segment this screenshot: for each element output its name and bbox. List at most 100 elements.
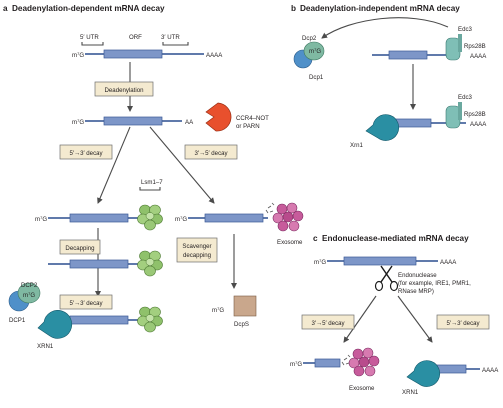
endonuclease-label-3: RNase MRP): [398, 288, 434, 295]
orf-box: [388, 50, 428, 60]
dcp2-label: DCP2: [21, 282, 38, 289]
aa-label: AA: [185, 119, 194, 126]
panel-a: a Deadenylation-dependent mRNA decay 5′ …: [3, 4, 304, 350]
rps28b-label: Rps28B: [464, 43, 486, 50]
xrn1-pacman: [365, 114, 400, 141]
cap-label: m7G: [314, 258, 326, 266]
scavenger-step: [176, 237, 218, 263]
polya-label: AAAA: [482, 367, 499, 374]
lsm-complex: [137, 250, 163, 277]
edc3-label: Edc3: [458, 26, 473, 33]
lsm-bracket: [139, 187, 161, 191]
dcp1-label: DCP1: [9, 317, 26, 324]
rps28b-shape: [445, 37, 461, 61]
utr5-bracket: [81, 42, 104, 46]
decay-3to5-step-c: [301, 314, 355, 330]
utr3-label: 3′ UTR: [161, 34, 180, 41]
orf-box: [69, 213, 129, 223]
mrna-full-c: m7G AAAA: [314, 256, 457, 266]
mrna-decapped: [48, 250, 163, 277]
decay-5to3-label-2: 5′→3′ decay: [69, 300, 103, 307]
rps28b-label: Rps28B: [464, 111, 486, 118]
orf-label: ORF: [129, 34, 142, 41]
orf-box: [343, 256, 417, 266]
exosome-label: Exosome: [349, 385, 375, 392]
panel-b-title: Deadenylation-independent mRNA decay: [300, 4, 460, 13]
decay-5to3-label: 5′→3′ decay: [69, 150, 103, 157]
orf-box: [103, 116, 163, 126]
panel-b: b Deadenylation-independent mRNA decay E…: [291, 4, 487, 149]
exosome-label: Exosome: [277, 239, 303, 246]
decapping-enzymes-b: Dcp2 m7G Dcp1: [293, 35, 325, 81]
endonuclease-label-2: (for example, IRE1, PMR1,: [398, 280, 471, 287]
panel-b-letter: b: [291, 4, 296, 13]
rps28b-shape: [445, 105, 461, 129]
branch-c-right-arrow: [397, 295, 433, 343]
edc3-shape: [458, 102, 462, 120]
decay-3to5-step: [184, 144, 238, 160]
decay-5to3-step-c: [436, 314, 490, 330]
decapping-enzymes: DCP2 m7G DCP1: [8, 282, 41, 324]
cap-label: m7G: [35, 215, 47, 223]
orf-box: [204, 213, 264, 223]
exosome-complex: [272, 202, 304, 232]
panel-c-title: Endonuclease-mediated mRNA decay: [322, 234, 469, 243]
dcps-shape: [233, 295, 257, 317]
orf-box: [314, 358, 341, 368]
panel-c: c Endonuclease-mediated mRNA decay m7G A…: [290, 234, 499, 396]
utr3-bracket: [162, 42, 189, 46]
exosome-complex: [348, 347, 380, 377]
polya-label: AAAA: [440, 259, 457, 266]
dcps-label: DcpS: [234, 321, 249, 328]
cap-label: m7G: [290, 360, 302, 368]
decapping-step: [59, 239, 101, 255]
lsm-complex: [137, 306, 163, 333]
scavenger-label-2: decapping: [183, 252, 211, 259]
polya-label: AAAA: [206, 52, 223, 59]
decay-5to3-step: [59, 144, 113, 160]
dcp2-shape: [17, 282, 41, 304]
xrn1-label: Xrn1: [350, 142, 363, 149]
decay-5to3-label-c: 5′→3′ decay: [446, 320, 480, 327]
polya-label: AAAA: [470, 121, 487, 128]
cap-label: m7G: [212, 306, 224, 314]
cap-label: m7G: [175, 215, 187, 223]
decay-3to5-label: 3′→5′ decay: [194, 150, 228, 157]
orf-box: [69, 259, 129, 269]
rna-fragments: [265, 202, 275, 214]
dcp2-label: Dcp2: [302, 35, 317, 42]
branch-5to3-arrow: [97, 126, 131, 204]
deadenylation-label: Deadenylation: [105, 87, 144, 94]
edc3-shape: [458, 34, 462, 52]
decay-5to3-step-2: [59, 294, 113, 310]
branch-c-left-arrow: [343, 295, 377, 343]
utr5-label: 5′ UTR: [80, 34, 99, 41]
mrna-edc3-bound: Edc3 Rps28B AAAA: [372, 26, 487, 61]
dcp2-shape: [303, 41, 325, 61]
decay-3to5-label-c: 3′→5′ decay: [311, 320, 345, 327]
panel-a-title: Deadenylation-dependent mRNA decay: [12, 4, 165, 13]
xrn1-pacman: [406, 360, 441, 387]
panel-c-letter: c: [313, 234, 318, 243]
dcp1-label: Dcp1: [309, 74, 324, 81]
cap-label: m7G: [72, 118, 84, 126]
mrna-5prime-fragment: m7G Exosome: [290, 347, 380, 392]
branch-3to5-arrow: [149, 126, 215, 204]
edc3-label: Edc3: [458, 94, 473, 101]
mrna-exosome-bound: m7G Exosome: [175, 202, 304, 246]
ccr4-label-2: or PARN: [236, 123, 260, 130]
panel-a-letter: a: [3, 4, 8, 13]
lsm-label: Lsm1–7: [141, 179, 163, 186]
ccr4-pacman: [205, 102, 232, 132]
deadenylation-step: [94, 81, 154, 97]
orf-box: [103, 49, 163, 59]
xrn1-pacman: [37, 310, 73, 339]
decapping-label: Decapping: [65, 245, 94, 252]
cap-label: m7G: [309, 47, 321, 55]
scissors-icon: [374, 265, 399, 292]
ccr4-label-1: CCR4–NOT: [236, 115, 269, 122]
scavenger-label-1: Scavenger: [182, 243, 211, 250]
cap-label: m7G: [23, 291, 35, 299]
recruit-arrow: [321, 17, 449, 39]
